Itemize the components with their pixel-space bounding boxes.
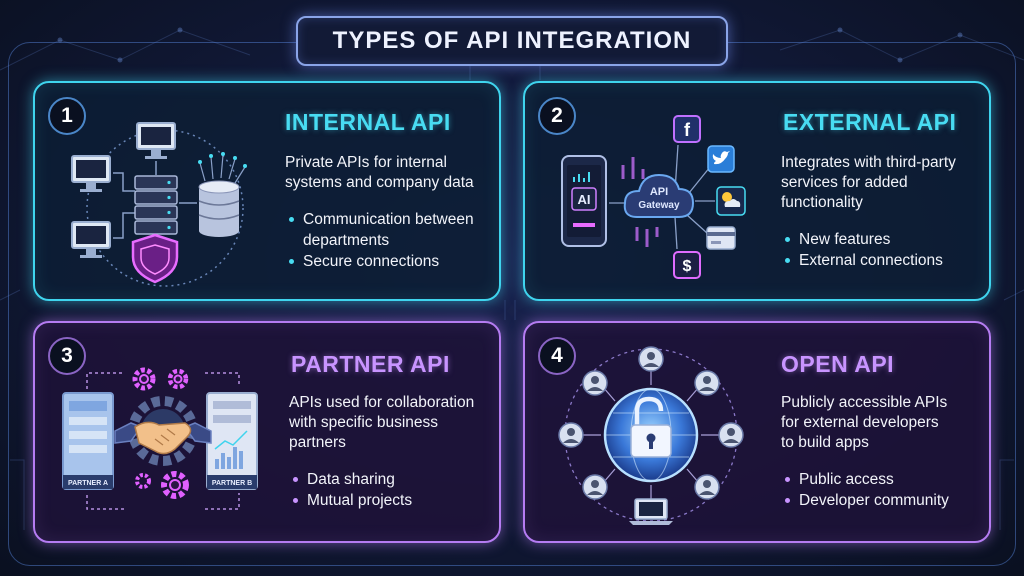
description-line: partners [289, 434, 346, 451]
twitter-icon [707, 145, 735, 173]
card-external-api: AI API Gateway f [523, 81, 991, 301]
bullet-item: Mutual projects [291, 490, 505, 511]
gear-icon [132, 367, 156, 391]
bullet-list: Data sharing Mutual projects [291, 469, 505, 511]
bullet-line: Data sharing [307, 471, 395, 488]
monitor-icon [136, 122, 176, 159]
description-line: Private APIs for internal [285, 154, 447, 171]
user-avatar-icon [582, 370, 608, 396]
bullet-line: New features [799, 231, 891, 248]
cloud-label: Gateway [638, 200, 680, 211]
bullet-list: Public access Developer community [783, 469, 997, 511]
partner-a-label: PARTNER A [68, 480, 108, 487]
card-description: Private APIs for internal systems and co… [285, 153, 499, 193]
server-icon [134, 175, 178, 235]
external-api-illustration: AI API Gateway f [561, 115, 746, 279]
card-heading: PARTNER API [291, 351, 450, 377]
database-icon [198, 180, 240, 237]
bullet-item: Developer community [783, 490, 997, 511]
dollar-icon: $ [673, 251, 701, 279]
description-line: services for added [781, 174, 908, 191]
svg-text:f: f [684, 120, 691, 140]
monitor-icon [71, 221, 111, 258]
bullet-item: Communication between departments [287, 209, 501, 251]
bullet-item: Secure connections [287, 251, 501, 272]
description-line: with specific business [289, 414, 439, 431]
gear-icon [135, 473, 151, 489]
document-icon: PARTNER A [62, 392, 114, 490]
user-avatar-icon [558, 422, 584, 448]
svg-text:$: $ [683, 258, 692, 275]
description-line: systems and company data [285, 174, 474, 191]
page-title: TYPES OF API INTEGRATION [332, 27, 692, 54]
title-banner: TYPES OF API INTEGRATION [296, 16, 728, 66]
shield-icon [131, 233, 179, 284]
internal-api-illustration [71, 122, 247, 287]
partner-api-illustration: PARTNER A PARTNER B [62, 367, 258, 510]
user-avatar-icon [582, 474, 608, 500]
monitor-icon [71, 155, 111, 192]
description-line: to build apps [781, 434, 869, 451]
description-line: APIs used for collaboration [289, 394, 475, 411]
padlock-icon [630, 396, 672, 458]
card-number: 2 [538, 97, 576, 135]
user-avatar-icon [638, 346, 664, 372]
user-avatar-icon [718, 422, 744, 448]
card-description: Integrates with third-party services for… [781, 153, 995, 213]
open-api-illustration [558, 346, 744, 525]
bullet-item: New features [783, 229, 997, 250]
card-number: 1 [48, 97, 86, 135]
card-number: 3 [48, 337, 86, 375]
card-heading: OPEN API [781, 351, 895, 377]
card-partner-api: PARTNER A PARTNER B 3 PARTNER API APIs u… [33, 321, 501, 543]
phone-icon: AI [561, 155, 607, 247]
bullet-list: New features External connections [783, 229, 997, 271]
bullet-line: Secure connections [303, 253, 440, 270]
gear-icon [167, 368, 189, 390]
description-line: for external developers [781, 414, 939, 431]
card-number: 4 [538, 337, 576, 375]
credit-card-icon [706, 226, 736, 250]
bullet-item: Public access [783, 469, 997, 490]
bullet-item: External connections [783, 250, 997, 271]
phone-label: AI [578, 192, 591, 207]
card-heading: EXTERNAL API [783, 109, 957, 135]
cloud-label: API [650, 186, 668, 198]
card-description: Publicly accessible APIs for external de… [781, 393, 995, 453]
card-heading: INTERNAL API [285, 109, 451, 135]
description-line: Integrates with third-party [781, 154, 956, 171]
bullet-line: Public access [799, 471, 894, 488]
user-avatar-icon [694, 474, 720, 500]
partner-b-label: PARTNER B [212, 480, 252, 487]
gear-icon [161, 471, 189, 499]
bullet-line: Communication between [303, 211, 474, 228]
description-line: Publicly accessible APIs [781, 394, 948, 411]
cloud-icon: API Gateway [623, 173, 695, 218]
bullet-item: Data sharing [291, 469, 505, 490]
bullet-list: Communication between departments Secure… [287, 209, 501, 272]
handshake-icon [114, 421, 212, 455]
weather-icon [716, 186, 746, 216]
bullet-line: Developer community [799, 492, 949, 509]
bullet-line: departments [303, 232, 390, 249]
card-description: APIs used for collaboration with specifi… [289, 393, 503, 453]
card-internal-api: 1 INTERNAL API Private APIs for internal… [33, 81, 501, 301]
card-open-api: 4 OPEN API Publicly accessible APIs for … [523, 321, 991, 543]
laptop-icon [629, 498, 673, 525]
document-icon: PARTNER B [206, 392, 258, 490]
bullet-line: Mutual projects [307, 492, 413, 509]
facebook-icon: f [673, 115, 701, 143]
description-line: functionality [781, 194, 863, 211]
user-avatar-icon [694, 370, 720, 396]
bullet-line: External connections [799, 252, 943, 269]
